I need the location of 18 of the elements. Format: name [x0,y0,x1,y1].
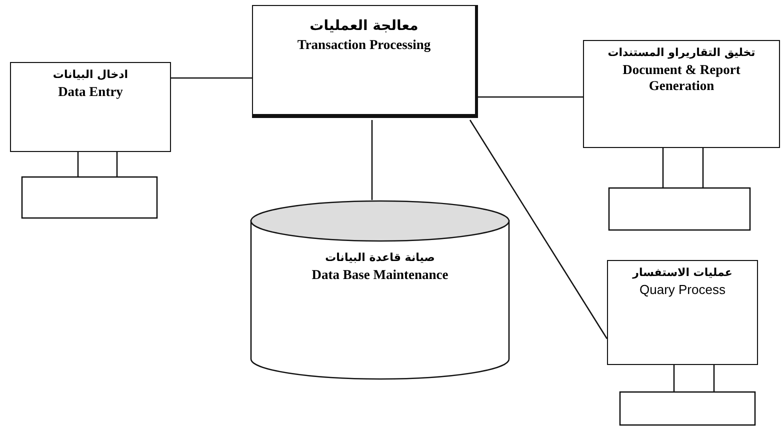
english-label: Data Entry [58,84,123,100]
connector-line [371,120,373,200]
terminal-screen [583,40,780,148]
connector-line [478,96,583,98]
english-label: Transaction Processing [297,37,431,53]
terminal-screen [10,62,171,152]
arabic-label: معالجة العمليات [310,18,418,34]
terminal-screen [607,260,758,365]
english-label: Quary Process [640,282,726,298]
connector-line [171,77,252,79]
arabic-label: تخليق التقاريراو المستندات [608,46,756,59]
arabic-label: عمليات الاستفسار [632,266,732,279]
connector-line [469,120,608,340]
english-label: Document & Report Generation [622,62,742,94]
english-label: Data Base Maintenance [312,267,448,283]
terminal-screen [252,5,478,118]
arabic-label: صيانة قاعدة البيانات [325,251,435,264]
arabic-label: ادخال البيانات [52,68,128,81]
